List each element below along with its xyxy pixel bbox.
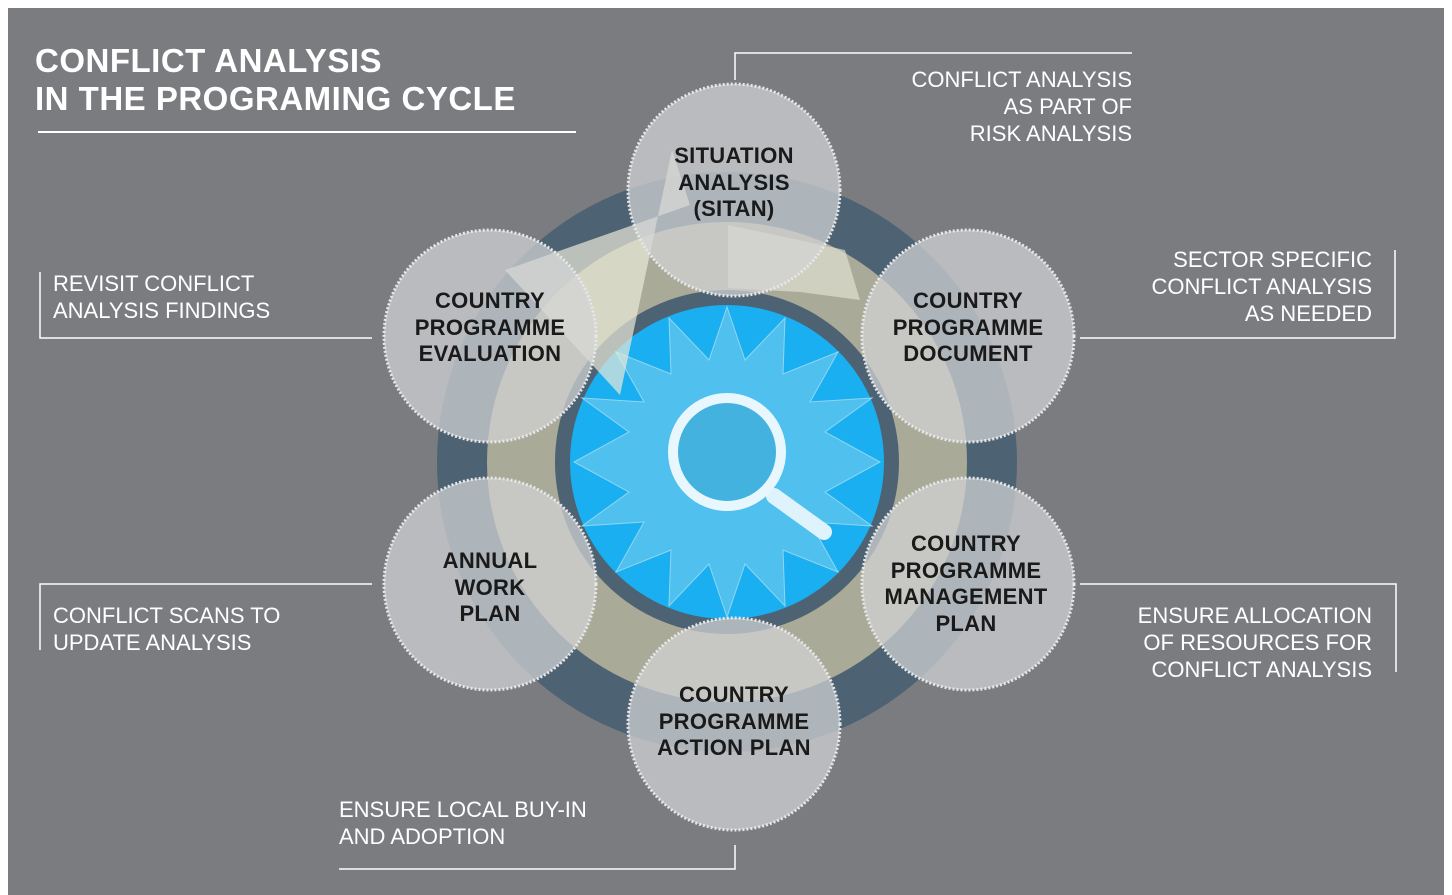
note-line: REVISIT CONFLICT bbox=[53, 271, 255, 296]
node-line: ACTION PLAN bbox=[657, 735, 811, 760]
note-line: AS PART OF bbox=[1003, 94, 1132, 119]
node-circle-situation-analysis bbox=[626, 82, 842, 298]
connector-scans bbox=[39, 583, 372, 650]
node-circle-annual-work-plan bbox=[382, 476, 598, 692]
note-buy-in: ENSURE LOCAL BUY-IN AND ADOPTION bbox=[339, 796, 587, 850]
node-line: COUNTRY bbox=[912, 288, 1024, 313]
note-scans: CONFLICT SCANS TO UPDATE ANALYSIS bbox=[53, 602, 280, 656]
connector-sector-specific bbox=[1080, 250, 1396, 339]
note-line: CONFLICT ANALYSIS bbox=[911, 67, 1132, 92]
note-line: ENSURE ALLOCATION bbox=[1137, 603, 1372, 628]
node-country-programme-action-plan: COUNTRY PROGRAMME ACTION PLAN bbox=[632, 682, 836, 762]
title-line-2: IN THE PROGRAMING CYCLE bbox=[35, 80, 516, 117]
node-circle-country-programme-management-plan bbox=[860, 476, 1076, 692]
node-country-programme-evaluation: COUNTRY PROGRAMME EVALUATION bbox=[385, 288, 595, 368]
node-line: COUNTRY bbox=[678, 682, 790, 707]
node-line: PLAN bbox=[935, 610, 997, 636]
note-line: CONFLICT SCANS TO bbox=[53, 603, 281, 628]
node-line: SITUATION bbox=[674, 143, 794, 168]
note-revisit: REVISIT CONFLICT ANALYSIS FINDINGS bbox=[53, 270, 270, 324]
node-line: DOCUMENT bbox=[903, 341, 1033, 366]
node-line: PROGRAMME bbox=[890, 557, 1042, 583]
note-allocation: ENSURE ALLOCATION OF RESOURCES FOR CONFL… bbox=[1100, 602, 1372, 683]
node-circle-country-programme-action-plan bbox=[626, 616, 842, 832]
node-circles bbox=[382, 82, 1076, 832]
connector-buy-in bbox=[339, 845, 736, 870]
connector-risk-analysis bbox=[734, 52, 1132, 80]
node-line: COUNTRY bbox=[434, 288, 546, 313]
note-line: AS NEEDED bbox=[1244, 301, 1372, 326]
note-line: RISK ANALYSIS bbox=[969, 121, 1132, 146]
title-line-1: CONFLICT ANALYSIS bbox=[35, 42, 383, 79]
node-line: PROGRAMME bbox=[658, 708, 810, 734]
node-line: PROGRAMME bbox=[892, 314, 1044, 340]
note-line: SECTOR SPECIFIC bbox=[1173, 247, 1372, 272]
node-situation-analysis: SITUATION ANALYSIS (SITAN) bbox=[634, 143, 834, 223]
note-line: OF RESOURCES FOR bbox=[1143, 630, 1372, 655]
node-line: ANALYSIS bbox=[678, 169, 790, 195]
note-sector-specific: SECTOR SPECIFIC CONFLICT ANALYSIS AS NEE… bbox=[1110, 246, 1372, 327]
node-annual-work-plan: ANNUAL WORK PLAN bbox=[390, 548, 590, 628]
node-line: COUNTRY bbox=[910, 531, 1022, 556]
node-line: WORK bbox=[454, 574, 526, 600]
note-risk-analysis: CONFLICT ANALYSIS AS PART OF RISK ANALYS… bbox=[872, 66, 1132, 147]
note-line: CONFLICT ANALYSIS bbox=[1151, 274, 1372, 299]
note-line: UPDATE ANALYSIS bbox=[53, 630, 252, 655]
note-line: ANALYSIS FINDINGS bbox=[53, 298, 271, 323]
node-circle-country-programme-evaluation bbox=[382, 228, 598, 444]
title-underline bbox=[38, 131, 576, 133]
magnifying-glass-icon bbox=[668, 393, 832, 540]
note-line: CONFLICT ANALYSIS bbox=[1151, 657, 1372, 682]
node-line: (SITAN) bbox=[693, 196, 775, 221]
node-line: PROGRAMME bbox=[414, 314, 566, 340]
note-line: ENSURE LOCAL BUY-IN bbox=[339, 797, 587, 822]
node-line: ANNUAL bbox=[442, 548, 538, 573]
node-line: MANAGEMENT bbox=[884, 584, 1048, 609]
connector-lines bbox=[39, 52, 1397, 870]
note-line: AND ADOPTION bbox=[339, 824, 506, 849]
node-line: PLAN bbox=[459, 601, 521, 626]
connector-revisit bbox=[39, 272, 372, 339]
connector-allocation bbox=[1080, 583, 1397, 672]
node-line: EVALUATION bbox=[418, 341, 562, 366]
cycle-arrow bbox=[505, 150, 690, 395]
node-country-programme-document: COUNTRY PROGRAMME DOCUMENT bbox=[865, 288, 1071, 368]
node-circle-country-programme-document bbox=[860, 228, 1076, 444]
node-country-programme-management-plan: COUNTRY PROGRAMME MANAGEMENT PLAN bbox=[860, 531, 1072, 637]
diagram-title: CONFLICT ANALYSIS IN THE PROGRAMING CYCL… bbox=[35, 42, 516, 118]
